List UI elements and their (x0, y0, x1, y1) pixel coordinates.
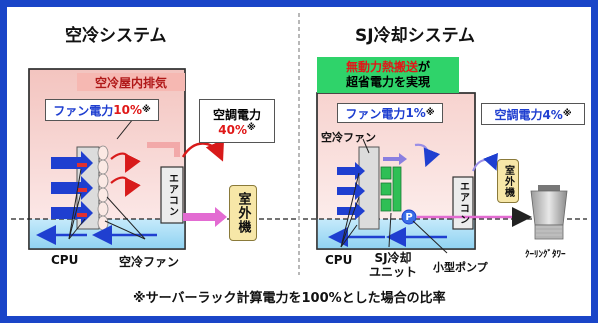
left-pink-arrow (183, 207, 227, 227)
left-intake-arrows (51, 151, 93, 225)
right-callout: 無動力熱搬送が 超省電力を実現 (317, 57, 459, 93)
tower-label: ｸｰﾘﾝｸﾞﾀﾜｰ (525, 250, 566, 260)
left-ac-power-mark: ※ (246, 122, 256, 133)
right-heat-arc (472, 152, 498, 172)
left-aircon-box (160, 166, 184, 224)
sj-cooling-unit (380, 166, 402, 212)
left-title: 空冷システム (65, 26, 167, 46)
right-intake-arrows (337, 162, 365, 220)
callout-tail-text: が (418, 60, 431, 74)
right-ac-power-mark: ※ (562, 109, 572, 119)
right-title: SJ冷却システム (355, 26, 476, 46)
left-aircon-label: エアコン (166, 173, 178, 217)
pump-label: 小型ポンプ (433, 261, 488, 274)
right-fan-power-value: 1% (405, 106, 426, 120)
right-fan-power-prefix: ファン電力 (345, 106, 406, 121)
exhaust-label: 空冷屋内排気 (77, 73, 185, 91)
left-outdoor-unit: 室外機 (229, 185, 257, 241)
left-ac-power-value: 40% (218, 122, 247, 137)
right-rack (358, 146, 380, 230)
callout-red-text: 無動力熱搬送 (345, 60, 418, 74)
footnote: ※サーバーラック計算電力を100%とした場合の比率 (133, 291, 446, 306)
left-hot-arrow (110, 152, 141, 173)
left-fan-label: 空冷ファン (119, 255, 180, 269)
right-fan-power-mark: ※ (425, 108, 435, 118)
pump-circle (401, 209, 417, 225)
right-cpu-label: CPU (325, 253, 353, 267)
left-ac-power-box: 空調電力 40%※ (199, 99, 275, 143)
right-ac-power-label: 空調電力4% (494, 107, 563, 122)
left-fan-power-value: 10% (113, 103, 142, 117)
left-ac-power-label: 空調電力 (212, 107, 261, 122)
left-fan-power-prefix: ファン電力 (53, 103, 114, 118)
sj-unit-line2: ユニット (369, 265, 418, 279)
right-fan-arrow (383, 153, 407, 165)
left-return-arrow (147, 142, 180, 157)
left-heat-arc (181, 139, 225, 162)
cooling-tower (530, 185, 568, 240)
sj-unit-line1: SJ冷却 (374, 251, 412, 265)
left-cpu-label: CPU (51, 253, 79, 267)
exhaust-label-text: 空冷屋内排気 (94, 75, 167, 90)
right-aircon-label: エアコン (457, 181, 469, 225)
right-ac-power-box: 空調電力4%※ (481, 103, 585, 125)
sj-unit-label: SJ冷却 ユニット (369, 251, 417, 279)
right-outdoor-unit: 室外機 (497, 159, 519, 203)
right-fan-label: 空冷ファン (321, 131, 376, 144)
left-fan-power-mark: ※ (142, 105, 151, 115)
callout-line2: 超省電力を実現 (345, 75, 430, 89)
pump-symbol: P (405, 211, 413, 223)
left-cpu-blocks (77, 163, 87, 217)
right-floor (317, 219, 475, 249)
